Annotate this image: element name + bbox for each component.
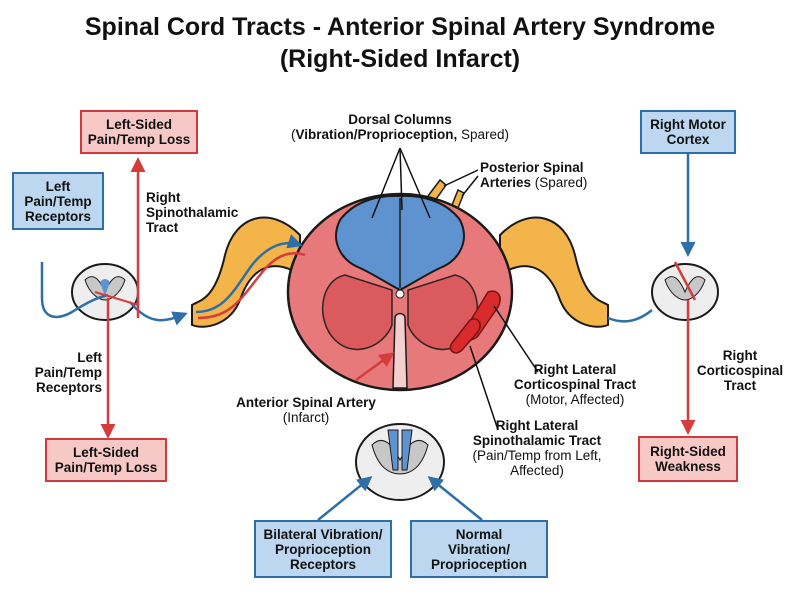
label-line: Corticospinal xyxy=(696,363,784,378)
label-line: Corticospinal Tract xyxy=(513,377,637,392)
label-dorsal-columns-status: Spared xyxy=(460,127,505,142)
label-posterior-arteries-status: (Spared) xyxy=(534,175,588,190)
arrow-mini-to-root xyxy=(129,301,188,326)
arrow-red-mini-link xyxy=(94,291,139,306)
label-line: (Infarct) xyxy=(282,410,330,425)
box-line: Pain/Temp Loss xyxy=(87,132,191,147)
bottom-mini-cord xyxy=(355,423,445,501)
label-dorsal-columns: Dorsal Columns (Vibration/Proprioception… xyxy=(280,112,520,142)
box-line: Proprioception xyxy=(274,541,371,557)
label-left-pain-temp-receptors: Left Pain/Temp Receptors xyxy=(10,350,102,395)
box-line: Left-Sided xyxy=(73,445,139,460)
label-dorsal-columns-title: Dorsal Columns xyxy=(348,112,452,127)
label-line: Spinothalamic xyxy=(146,205,239,220)
arrow-red-motor-cross xyxy=(673,261,697,301)
box-line: Normal xyxy=(455,526,503,542)
label-line: Right Lateral xyxy=(495,418,579,433)
spinal-cord-cross-section xyxy=(286,192,514,392)
box-right-sided-weakness: Right-Sided Weakness xyxy=(638,436,738,482)
label-line: Tract xyxy=(723,378,757,393)
box-line: Right Motor xyxy=(650,117,726,132)
label-line: Receptors xyxy=(35,380,102,395)
left-mini-cord xyxy=(71,263,139,321)
arrow-right-root-to-mini xyxy=(607,309,653,323)
box-line: Bilateral Vibration/ xyxy=(263,526,383,542)
box-bilateral-vibration-receptors: Bilateral Vibration/ Proprioception Rece… xyxy=(254,520,392,578)
label-line: Right xyxy=(146,190,181,205)
box-line: Left xyxy=(45,178,71,194)
label-right-spinothalamic-tract: Right Spinothalamic Tract xyxy=(146,190,238,235)
label-line: Tract xyxy=(146,220,179,235)
label-posterior-arteries-word: Arteries xyxy=(480,175,532,190)
box-line: Receptors xyxy=(24,208,92,224)
box-left-pain-temp-receptors: Left Pain/Temp Receptors xyxy=(12,172,104,230)
box-line: Right-Sided xyxy=(650,444,726,459)
left-pathway-blue xyxy=(195,234,303,314)
box-top-left-pain-temp-loss: Left-Sided Pain/Temp Loss xyxy=(80,110,198,154)
box-line: Weakness xyxy=(655,459,721,474)
label-line: (Pain/Temp from Left, xyxy=(472,448,602,463)
label-line: Right Lateral xyxy=(533,362,617,377)
label-line: Pain/Temp xyxy=(34,365,102,380)
box-line: Left-Sided xyxy=(106,117,172,132)
arrow-bilateral-to-mini xyxy=(317,476,373,521)
right-nerve-root xyxy=(499,216,609,328)
title-line-1: Spinal Cord Tracts - Anterior Spinal Art… xyxy=(84,13,716,41)
box-line: Pain/Temp Loss xyxy=(54,460,158,475)
label-line: Anterior Spinal Artery xyxy=(236,395,376,410)
box-line: Vibration/ xyxy=(447,541,510,557)
label-right-lateral-corticospinal-tract: Right Lateral Corticospinal Tract (Motor… xyxy=(505,362,645,407)
label-line: Affected) xyxy=(510,463,564,478)
box-line: Pain/Temp xyxy=(24,193,92,209)
label-line: Posterior Spinal xyxy=(480,160,584,175)
title-line-2: (Right-Sided Infarct) xyxy=(279,45,521,73)
label-line: Left xyxy=(77,350,102,365)
label-line: Right xyxy=(722,348,758,363)
pointer-lines xyxy=(371,147,539,431)
left-pathway-red xyxy=(197,251,306,320)
box-right-motor-cortex: Right Motor Cortex xyxy=(640,110,736,154)
label-anterior-spinal-artery: Anterior Spinal Artery (Infarct) xyxy=(226,395,386,425)
right-mini-cord xyxy=(651,263,719,321)
arrow-anterior-spinal-artery xyxy=(355,352,395,382)
label-line: (Motor, Affected) xyxy=(525,392,625,407)
label-right-lateral-spinothalamic-tract: Right Lateral Spinothalamic Tract (Pain/… xyxy=(462,418,612,478)
label-dorsal-columns-function: Vibration/Proprioception, xyxy=(295,127,458,142)
box-line: Cortex xyxy=(666,132,710,147)
label-posterior-spinal-arteries: Posterior Spinal Arteries (Spared) xyxy=(480,160,587,190)
arrow-left-receptors-in xyxy=(40,262,109,319)
box-line: Proprioception xyxy=(430,556,527,572)
label-line: Spinothalamic Tract xyxy=(472,433,602,448)
arrow-normal-to-mini xyxy=(427,476,483,521)
box-bottom-left-pain-temp-loss: Left-Sided Pain/Temp Loss xyxy=(45,438,167,482)
label-right-corticospinal-tract: Right Corticospinal Tract xyxy=(690,348,790,393)
box-line: Receptors xyxy=(289,556,357,572)
box-normal-vibration-proprioception: Normal Vibration/ Proprioception xyxy=(410,520,548,578)
